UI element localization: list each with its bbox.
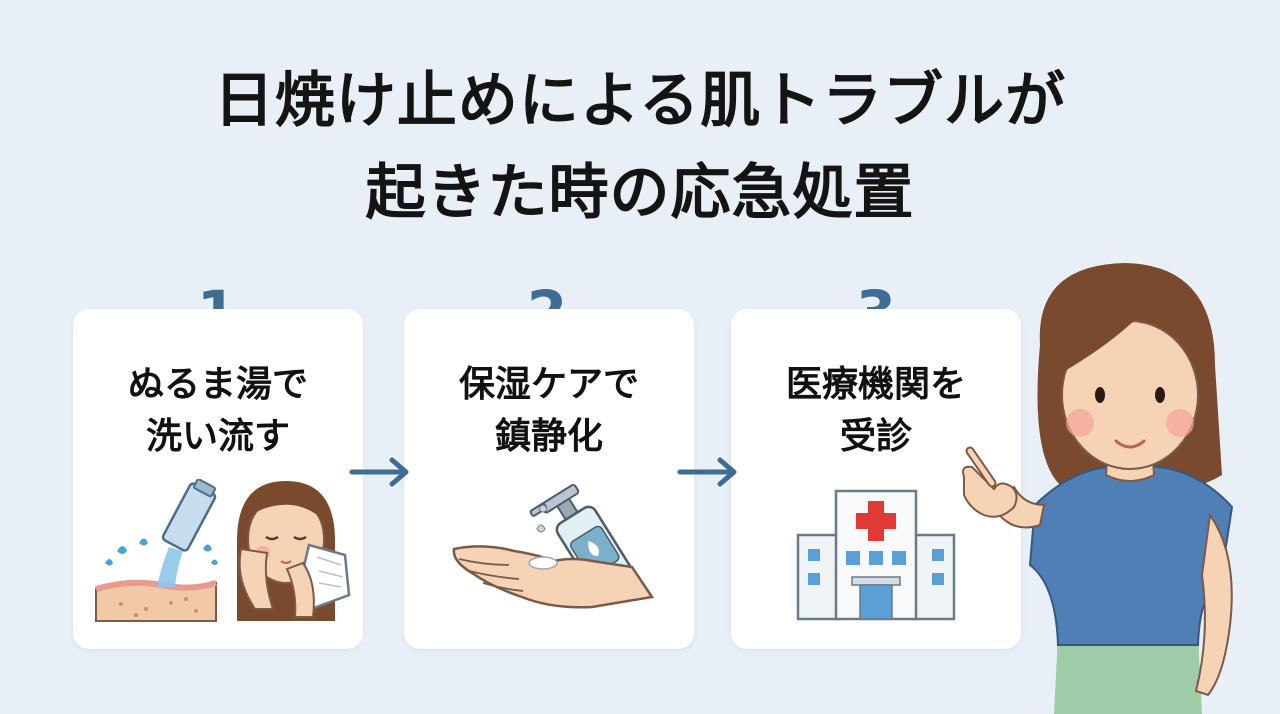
title-line-1: 日焼け止めによる肌トラブルが (213, 66, 1067, 136)
step-1-line-2: 洗い流す (145, 416, 290, 457)
step-3-text: 医療機関を 受診 (731, 359, 1021, 463)
skin-rinse-and-face-wash-icon (95, 479, 351, 622)
arrow-right-icon (349, 457, 409, 487)
step-1-text: ぬるま湯で 洗い流す (73, 359, 363, 463)
step-1-card: ぬるま湯で 洗い流す (73, 309, 363, 649)
page-title: 日焼け止めによる肌トラブルが 起きた時の応急処置 (0, 55, 1280, 239)
arrow-right-icon (677, 457, 737, 487)
step-1-line-1: ぬるま湯で (127, 364, 308, 405)
step-2-line-1: 保湿ケアで (458, 364, 639, 405)
step-2-text: 保湿ケアで 鎮静化 (404, 359, 694, 463)
step-3-line-2: 受診 (839, 416, 912, 457)
title-line-2: 起きた時の応急処置 (365, 158, 915, 228)
step-3-line-1: 医療機関を (785, 364, 966, 405)
woman-pointing-illustration (962, 263, 1234, 714)
moisturizer-pump-bottle-icon (452, 484, 655, 609)
step-2-line-2: 鎮静化 (494, 416, 603, 457)
step-2-card: 保湿ケアで 鎮静化 (404, 309, 694, 649)
hospital-building-icon (796, 489, 956, 621)
